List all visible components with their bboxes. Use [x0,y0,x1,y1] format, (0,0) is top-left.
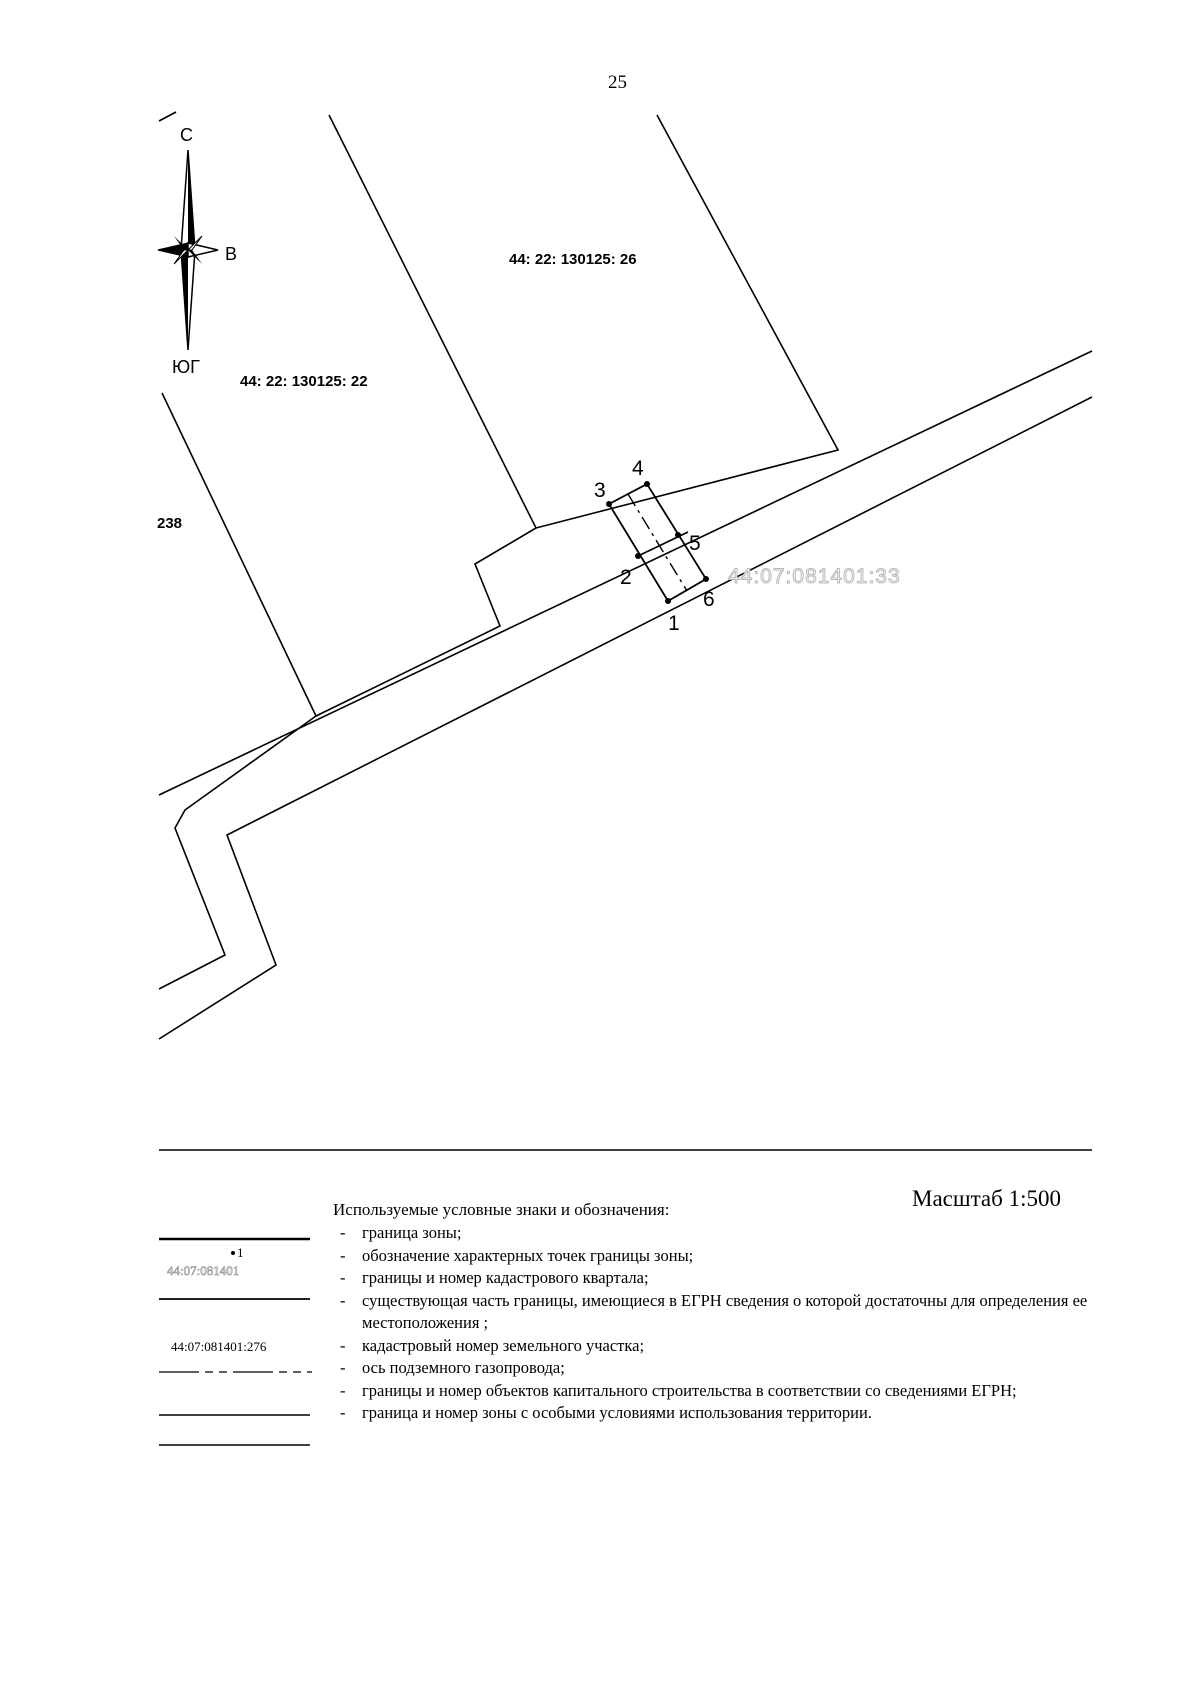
road-boundary-inner-upper [158,396,1093,1040]
symbol-point-marker [231,1251,235,1255]
point-label-5: 5 [689,532,701,555]
legend-symbols: 1 44:07:081401 44:07:081401:276 [159,1237,312,1446]
boundary-point-3 [606,501,612,507]
faded-cadastral-label: 44:07:081401:33 [728,565,901,588]
symbol-quarter-number: 44:07:081401 [167,1263,239,1278]
legend-list: -граница зоны; -обозначение характерных … [340,1222,1090,1425]
parcel-26-label: 44: 22: 130125: 26 [509,251,637,268]
road-boundary-outer [158,715,317,990]
parcel-22-label: 44: 22: 130125: 22 [240,373,368,390]
legend-item: -границы и номер объектов капитального с… [340,1380,1017,1400]
compass-south-label: ЮГ [172,357,200,377]
cadastral-map: 1 2 3 4 5 6 44:07:081401:33 44: 22: 1301… [157,111,1093,1151]
symbol-parcel-number: 44:07:081401:276 [171,1339,267,1354]
boundary-point-5 [675,532,681,538]
page-number: 25 [608,72,627,93]
legend-item: -кадастровый номер земельного участка; [340,1335,645,1355]
compass-north-label: С [180,125,193,145]
gas-pipeline-axis [627,493,688,592]
road-boundary-upper [158,350,1093,796]
legend-item: -граница и номер зоны с особыми условиям… [340,1403,872,1422]
symbol-point-number: 1 [237,1245,244,1260]
legend-title: Используемые условные знаки и обозначени… [333,1200,670,1219]
north-arrow-icon [157,149,219,351]
compass-east-label: В [225,244,237,264]
boundary-point-4 [644,481,650,487]
boundary-point-2 [635,553,641,559]
point-label-6: 6 [703,588,715,611]
parcel-238-label: 238 [157,515,182,532]
point-label-2: 2 [620,566,632,589]
point-label-4: 4 [632,457,644,480]
legend-item: -обозначение характерных точек границы з… [340,1245,694,1265]
point-label-1: 1 [668,612,680,635]
point-label-3: 3 [594,479,606,502]
boundary-point-1 [665,598,671,604]
parcel-26-boundary [328,114,840,529]
legend-item: -ось подземного газопровода; [340,1358,565,1377]
scale-label: Масштаб 1:500 [912,1186,1061,1211]
parcel-22-boundary [161,392,537,718]
boundary-point-6 [703,576,709,582]
parcel-boundary-top-left [158,111,177,122]
legend-item: -границы и номер кадастрового квартала; [340,1268,649,1287]
legend-item: -существующая часть границы, имеющиеся в… [340,1290,1088,1333]
legend-item: -граница зоны; [340,1223,462,1242]
